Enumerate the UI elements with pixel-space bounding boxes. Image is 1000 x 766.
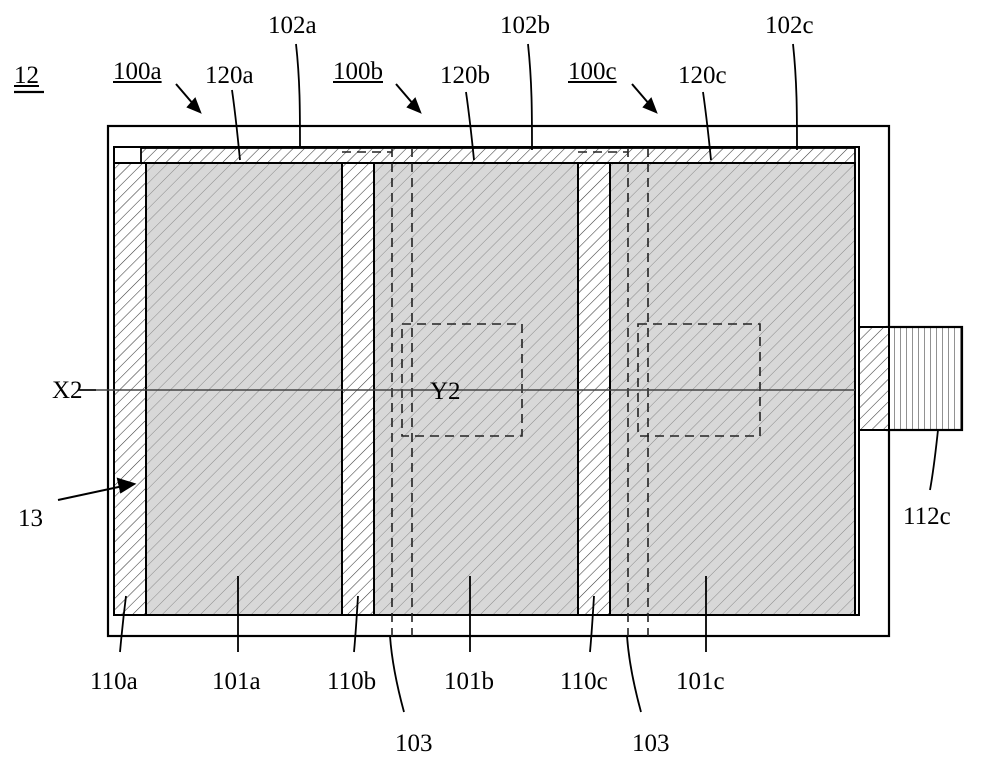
terminal-neck (854, 326, 890, 431)
label-x2: X2 (52, 377, 83, 404)
fig-number: 12 (14, 62, 39, 89)
arrow-markers (175, 83, 658, 114)
lid-bars (140, 147, 856, 165)
label-103-right: 103 (632, 730, 670, 757)
label-101c: 101c (676, 668, 725, 695)
label-y2: Y2 (430, 378, 461, 405)
label-101a: 101a (212, 668, 261, 695)
label-110a: 110a (90, 668, 138, 695)
label-100b: 100b (333, 58, 383, 85)
label-13: 13 (18, 505, 43, 532)
cell-100a (113, 162, 343, 616)
label-101b: 101b (444, 668, 494, 695)
label-102c: 102c (765, 12, 814, 39)
label-120a: 120a (205, 62, 254, 89)
dashed-internal-structures (342, 148, 761, 636)
cell-100b (341, 162, 579, 616)
label-100c: 100c (568, 58, 617, 85)
label-110b: 110b (327, 668, 377, 695)
label-110c: 110c (560, 668, 608, 695)
label-103-left: 103 (395, 730, 433, 757)
leader-lines (119, 43, 939, 713)
cell-100c (577, 162, 856, 616)
label-102b: 102b (500, 12, 550, 39)
label-102a: 102a (268, 12, 317, 39)
terminal-112c (885, 325, 964, 432)
label-112c: 112c (903, 503, 951, 530)
arrow-13 (57, 477, 137, 501)
label-100a: 100a (113, 58, 162, 85)
label-120b: 120b (440, 62, 490, 89)
label-120c: 120c (678, 62, 727, 89)
